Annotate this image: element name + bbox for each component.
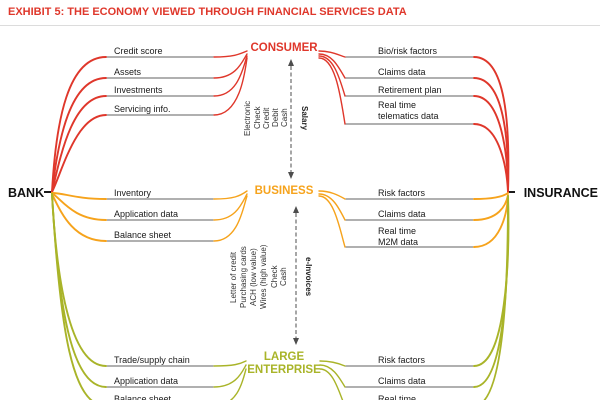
insurance-label: INSURANCE xyxy=(523,186,598,200)
einvoices-label: e-Invoices xyxy=(304,257,313,297)
insurance-item: Risk factors xyxy=(378,355,426,365)
insurance-item: Claims data xyxy=(378,376,426,386)
insurance-item: Claims data xyxy=(378,209,426,219)
instrument-label: ACH (low value) xyxy=(249,248,258,306)
consumer-label: CONSUMER xyxy=(250,42,318,54)
bank-item: Inventory xyxy=(114,188,152,198)
flow-arrow-business-enterprise xyxy=(293,206,299,345)
bank-item: Trade/supply chain xyxy=(114,355,190,365)
bank-item: Credit score xyxy=(114,46,163,56)
salary-label: Salary xyxy=(300,105,309,131)
insurance-item: Claims data xyxy=(378,67,426,77)
instrument-label: Purchasing cards xyxy=(239,246,248,308)
insurance-item: Risk factors xyxy=(378,188,426,198)
bank-label: BANK xyxy=(8,186,45,200)
exhibit-title: EXHIBIT 5: THE ECONOMY VIEWED THROUGH FI… xyxy=(8,6,407,18)
instrument-label: Wires (high value) xyxy=(259,244,268,310)
instrument-label: Electronic xyxy=(243,100,252,136)
insurance-item: Real time telematics data xyxy=(378,100,439,121)
bank-item: Servicing info. xyxy=(114,104,171,114)
instrument-label: Cash xyxy=(279,267,288,287)
bank-item: Balance sheet xyxy=(114,394,172,400)
bank-item: Balance sheet xyxy=(114,230,172,240)
insurance-item: Bio/risk factors xyxy=(378,46,438,56)
instrument-label: Debit xyxy=(271,108,280,128)
bank-item: Application data xyxy=(114,209,179,219)
insurance-item: Real time xyxy=(378,394,417,400)
bank-item: Application data xyxy=(114,376,179,386)
instrument-label: Letter of credit xyxy=(229,251,238,303)
business-label: BUSINESS xyxy=(254,185,314,197)
insurance-item: Retirement plan xyxy=(378,85,442,95)
title-divider xyxy=(0,25,600,26)
bank-item: Assets xyxy=(114,67,142,77)
instrument-label: Credit xyxy=(262,107,271,129)
bank-item: Investments xyxy=(114,85,163,95)
instrument-label: Check xyxy=(253,106,262,130)
instrument-label: Check xyxy=(270,265,279,289)
instrument-label: Cash xyxy=(280,108,289,128)
insurance-item: Real time M2M data xyxy=(378,226,419,247)
enterprise-label: LARGE ENTERPRISE xyxy=(247,351,321,376)
